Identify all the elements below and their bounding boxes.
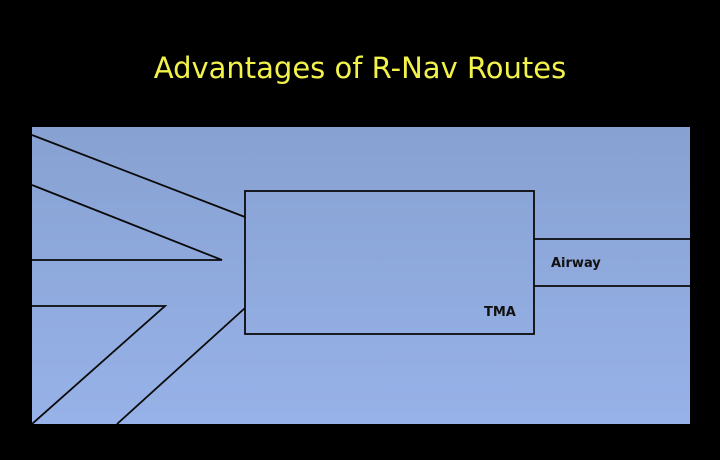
airway-label: Airway [551,256,601,271]
route-wedge-left [32,184,223,261]
tma-label: TMA [484,305,516,320]
route-wedge-lower-left [32,305,168,424]
tma-box [244,190,535,335]
airspace-diagram: TMA Airway [32,127,690,424]
airspace-diagram-svg: TMA Airway [32,127,690,424]
route-line-lower [116,307,246,424]
slide-title: Advantages of R-Nav Routes [153,51,567,85]
route-line-upper [32,134,246,218]
diagram-background [32,127,690,424]
